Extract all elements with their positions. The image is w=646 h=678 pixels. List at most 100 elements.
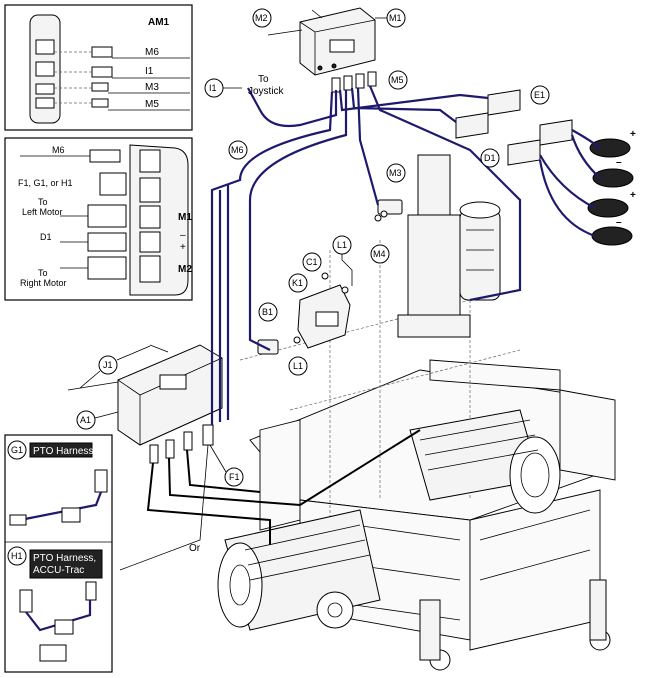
svg-text:J1: J1 — [103, 360, 113, 370]
cable-right-motor — [168, 429, 421, 507]
battery-connector-e1a — [539, 119, 573, 146]
am1-label-m3: M3 — [145, 82, 159, 93]
svg-text:I1: I1 — [209, 83, 217, 93]
cable-m5 — [368, 85, 522, 260]
actuator-top — [417, 154, 451, 216]
callout-h1: H1 — [7, 546, 27, 566]
am1-title: AM1 — [148, 17, 170, 28]
callout-m5: M5 — [388, 70, 408, 90]
battery-terminal-2 — [592, 168, 634, 188]
leader-pto — [119, 444, 209, 571]
callout-f1: F1 — [209, 444, 244, 487]
pto-g1-cable — [19, 491, 103, 522]
callout-l1-top: L1 — [332, 235, 353, 286]
inset-label-d1: D1 — [40, 232, 52, 242]
pto-h1-title-1: PTO Harness, — [33, 553, 96, 564]
svg-text:B1: B1 — [262, 307, 273, 317]
connector-m6 — [331, 77, 341, 93]
part-m4-screws — [374, 210, 388, 222]
inset-port-plus: + — [180, 242, 186, 253]
battery-connector-e1b — [507, 139, 541, 166]
actuator-base — [397, 314, 471, 338]
pto-h1-harness-end — [39, 644, 67, 662]
callout-d1: D1 — [480, 148, 500, 168]
cable-i1 — [248, 90, 348, 351]
cable-left-motor — [146, 462, 271, 545]
or-label: Or — [189, 543, 201, 554]
pto-h1-title-bg — [29, 549, 103, 579]
battery-sign-1: + — [630, 129, 636, 140]
inset-label-left-motor-2: Left Motor — [22, 207, 63, 217]
m1-connectors — [331, 71, 377, 93]
svg-text:A1: A1 — [80, 415, 91, 425]
svg-text:M3: M3 — [389, 168, 402, 178]
callout-m1: M1 — [375, 8, 406, 28]
pto-h1-plug — [85, 581, 97, 601]
pto-h1-connector — [19, 589, 33, 613]
svg-text:L1: L1 — [337, 240, 347, 250]
battery-harness — [455, 89, 634, 246]
cable-battery-b — [350, 87, 457, 123]
callouts: M2 M1 I1 M5 E1 D1 M6 M3 — [7, 8, 550, 566]
inset-label-m6: M6 — [52, 145, 65, 155]
actuator-body — [407, 214, 461, 316]
cable-m3 — [356, 87, 380, 206]
callout-a1: A1 — [76, 410, 119, 430]
connector-i1 — [343, 75, 353, 91]
am1-label-m6: M6 — [145, 47, 159, 58]
pto-g1-clip — [61, 507, 81, 523]
callout-m4: M4 — [370, 244, 390, 264]
left-drive-motor — [217, 509, 381, 631]
pto-h1-title-2: ACCU-Trac — [33, 565, 84, 576]
caster-arm-right — [589, 579, 607, 641]
cables — [119, 85, 522, 571]
battery-sign-2: – — [616, 157, 622, 168]
svg-text:K1: K1 — [292, 278, 303, 288]
callout-m3: M3 — [386, 163, 406, 183]
svg-text:E1: E1 — [534, 90, 545, 100]
inset-port-minus: – — [180, 230, 186, 241]
callout-c1: C1 — [302, 252, 322, 272]
battery-terminal-4 — [591, 226, 633, 246]
svg-text:M6: M6 — [231, 145, 244, 155]
svg-text:D1: D1 — [484, 153, 496, 163]
module-m1 — [267, 7, 376, 76]
am1-inset: AM1 M6 I1 M3 M5 — [4, 4, 193, 131]
battery-terminal-1 — [589, 138, 631, 158]
svg-text:F1: F1 — [229, 472, 240, 482]
a1-port-2 — [165, 439, 175, 459]
connector-inset: M6 F1, G1, or H1 To Left Motor D1 To Rig… — [4, 137, 193, 301]
svg-text:M5: M5 — [391, 75, 404, 85]
pto-g1-plug — [9, 514, 27, 526]
cable-joystick — [247, 87, 338, 128]
battery-connector-1 — [487, 89, 521, 116]
am1-label-m5: M5 — [145, 99, 159, 110]
connector-m5 — [367, 71, 377, 87]
inset-label-right-motor-1: To — [38, 268, 48, 278]
actuator-motor — [459, 209, 501, 301]
bracket-k1 — [297, 284, 351, 349]
part-c1-screw — [321, 272, 329, 280]
inset-label-left-motor-1: To — [38, 197, 48, 207]
inset-port-m2: M2 — [178, 264, 192, 275]
inset-label-f1g1h1: F1, G1, or H1 — [18, 178, 73, 188]
svg-text:C1: C1 — [306, 257, 318, 267]
pto-g1-connector — [94, 469, 108, 493]
svg-text:L1: L1 — [293, 361, 303, 371]
a1-port-1 — [149, 444, 159, 464]
svg-text:M4: M4 — [373, 249, 386, 259]
callout-m6: M6 — [228, 140, 248, 160]
inset-label-right-motor-2: Right Motor — [20, 278, 67, 288]
callout-j1: J1 — [79, 345, 151, 389]
part-b1 — [257, 339, 279, 355]
cable-battery-a — [338, 89, 489, 112]
cable-actuator — [469, 260, 522, 302]
controller-a1 — [67, 344, 223, 464]
part-l1-screws — [293, 286, 349, 344]
caster-arm-left — [419, 599, 441, 661]
right-drive-motor — [409, 409, 561, 514]
svg-text:M1: M1 — [389, 13, 402, 23]
inset-port-m1: M1 — [178, 212, 192, 223]
